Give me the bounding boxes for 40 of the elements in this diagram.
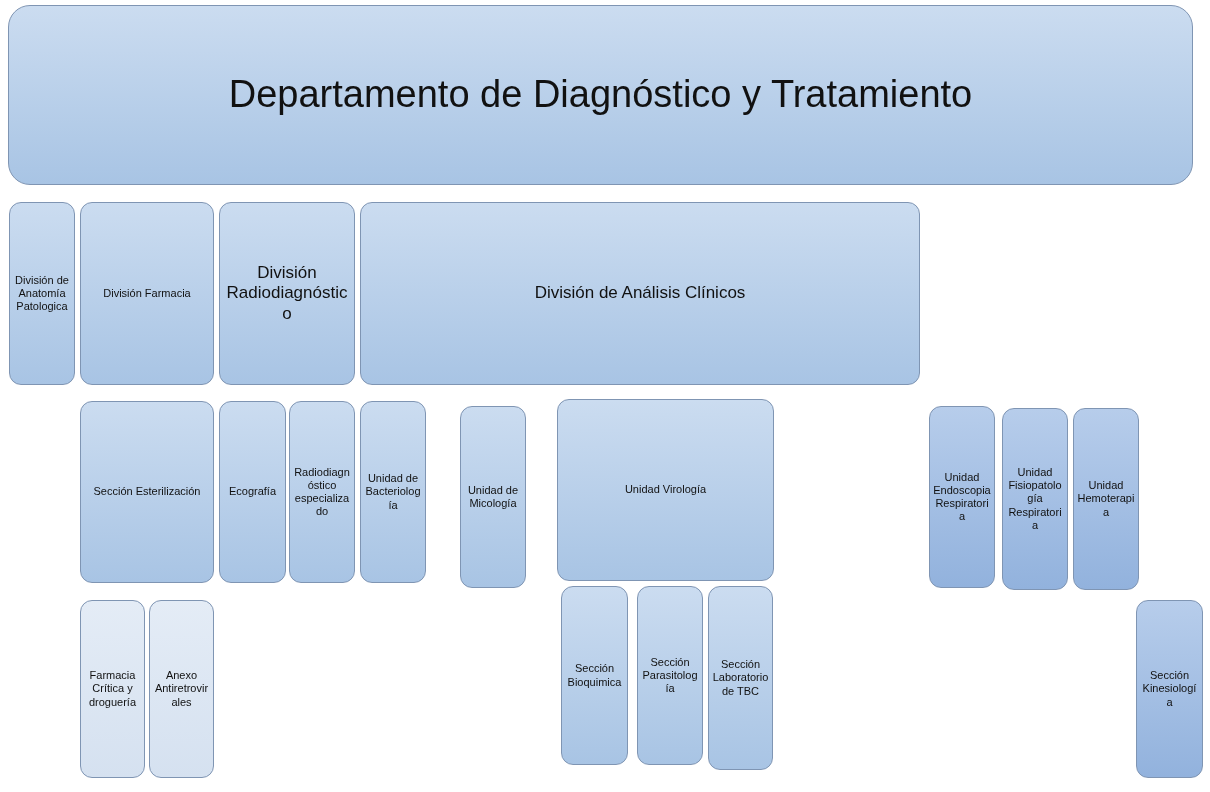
org-unit-box bbox=[9, 202, 75, 385]
unit-name: Sección Esterilización bbox=[93, 485, 201, 499]
org-unit-box bbox=[8, 5, 1193, 185]
org-unit-box bbox=[80, 600, 145, 778]
unit-name: Unidad Fisiopatología Respiratoria bbox=[1007, 466, 1063, 532]
unit-name: Sección Bioquimica bbox=[566, 662, 623, 689]
unit-name: Ecografía bbox=[228, 485, 277, 499]
unit-name: Unidad Endoscopia Respiratoria bbox=[933, 470, 991, 524]
org-unit-box bbox=[289, 401, 355, 583]
unit-name: Unidad Hemoterapia bbox=[1077, 479, 1135, 519]
unit-name: Unidad de Bacteriología bbox=[364, 472, 422, 512]
org-unit-box bbox=[360, 401, 426, 583]
org-unit-box bbox=[219, 202, 355, 385]
org-unit-box bbox=[80, 202, 214, 385]
org-unit-box bbox=[360, 202, 920, 385]
unit-name: Radiodiagnóstico especializado bbox=[293, 465, 351, 519]
org-unit-box bbox=[149, 600, 214, 778]
unit-name: División de Análisis Clínicos bbox=[534, 283, 746, 304]
unit-name: Anexo Antiretrovirales bbox=[153, 669, 210, 709]
org-unit-box bbox=[561, 586, 628, 765]
unit-name: División Radiodiagnóstico bbox=[225, 262, 349, 325]
unit-name: Sección Kinesiología bbox=[1141, 669, 1198, 709]
org-unit-box bbox=[929, 406, 995, 588]
unit-name: Farmacia Crítica y droguería bbox=[87, 669, 138, 709]
unit-name: Sección Parasitología bbox=[641, 655, 699, 696]
org-unit-box bbox=[1136, 600, 1203, 778]
unit-name: Sección Laboratorio de TBC bbox=[712, 658, 769, 698]
org-unit-box bbox=[708, 586, 773, 770]
org-unit-box bbox=[219, 401, 286, 583]
org-unit-box bbox=[460, 406, 526, 588]
unit-name: División de Anatomía Patologica bbox=[14, 273, 70, 314]
unit-name: Unidad de Micología bbox=[466, 483, 520, 511]
unit-name: División Farmacia bbox=[103, 286, 191, 301]
unit-name: Departamento de Diagnóstico y Tratamiento bbox=[228, 72, 973, 118]
org-unit-box bbox=[80, 401, 214, 583]
org-unit-box bbox=[557, 399, 774, 581]
org-unit-box bbox=[1002, 408, 1068, 590]
unit-name: Unidad Virología bbox=[624, 483, 707, 497]
org-unit-box bbox=[1073, 408, 1139, 590]
org-unit-box bbox=[637, 586, 703, 765]
